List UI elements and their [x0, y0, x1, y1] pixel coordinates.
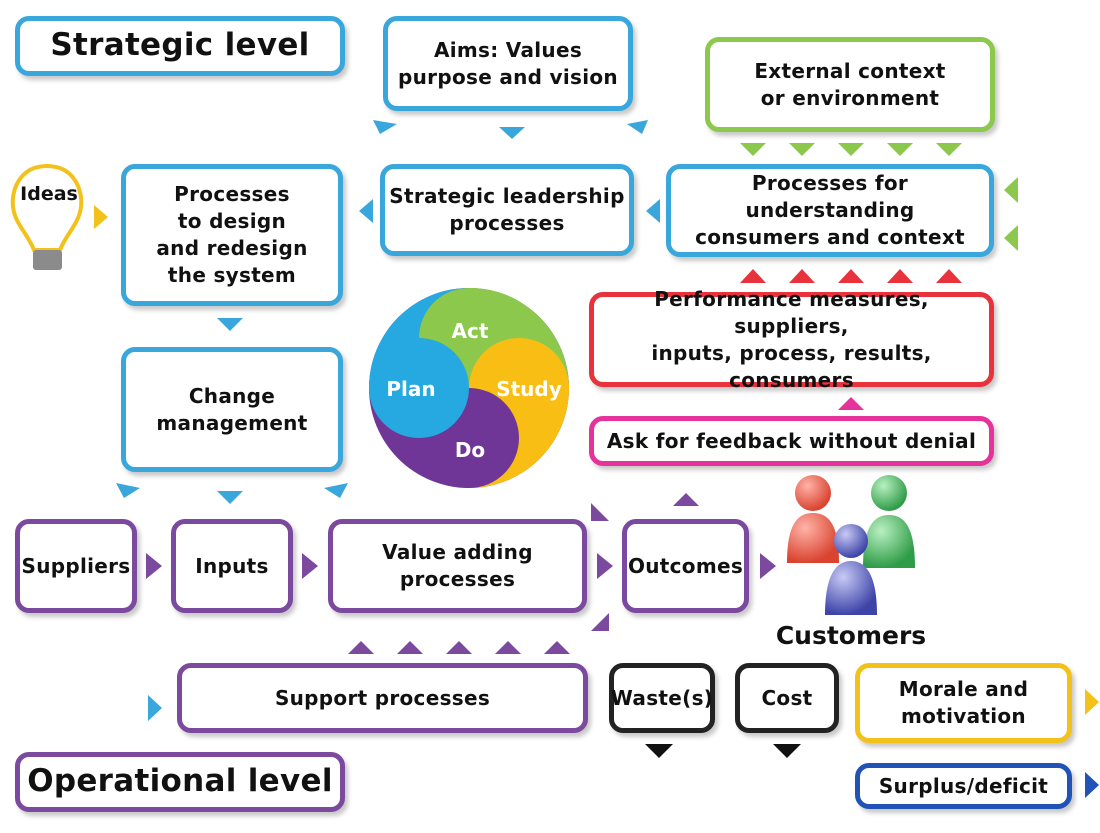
- strategic-leadership-box: Strategic leadership processes: [380, 164, 634, 256]
- arrow-icon: [217, 491, 243, 504]
- arrow-icon: [838, 143, 864, 156]
- arrow-icon: [1004, 225, 1018, 251]
- arrow-icon: [597, 553, 613, 579]
- arrow-icon: [740, 269, 766, 283]
- arrow-icon: [646, 199, 660, 223]
- arrow-icon: [887, 143, 913, 156]
- arrow-icon: [397, 641, 423, 654]
- arrow-icon: [838, 269, 864, 283]
- arrow-icon: [1004, 177, 1018, 203]
- suppliers-box: Suppliers: [15, 519, 137, 613]
- customers-icon: [787, 475, 915, 615]
- cycle-study-label: Study: [496, 377, 562, 401]
- arrow-icon: [348, 641, 374, 654]
- cycle-do-label: Do: [455, 438, 485, 462]
- design-processes-box: Processes to design and redesign the sys…: [121, 164, 343, 306]
- arrow-icon: [116, 483, 140, 498]
- arrow-icon: [838, 397, 864, 410]
- arrow-icon: [146, 553, 162, 579]
- cycle-act-label: Act: [452, 319, 489, 343]
- operational-level-label: Operational level: [15, 752, 345, 812]
- arrow-icon: [94, 205, 108, 229]
- lightbulb-icon: [10, 163, 84, 270]
- arrow-icon: [936, 143, 962, 156]
- customers-label: Customers: [776, 621, 926, 650]
- bulb-base: [33, 250, 62, 270]
- arrow-icon: [789, 269, 815, 283]
- support-processes-box: Support processes: [177, 663, 588, 733]
- arrow-icon: [740, 143, 766, 156]
- arrow-icon: [1085, 689, 1099, 715]
- flow-arrows: [94, 120, 1099, 798]
- feedback-box: Ask for feedback without denial: [589, 416, 994, 466]
- arrow-icon: [148, 695, 162, 721]
- performance-measures-box: Performance measures, suppliers, inputs,…: [589, 287, 994, 392]
- arrow-icon: [217, 318, 243, 331]
- arrow-icon: [302, 553, 318, 579]
- arrow-icon: [760, 553, 776, 579]
- arrow-icon: [936, 269, 962, 283]
- arrow-icon: [789, 143, 815, 156]
- arrow-icon: [591, 613, 609, 631]
- arrow-icon: [591, 503, 609, 521]
- arrow-icon: [1085, 772, 1099, 798]
- arrow-icon: [645, 744, 673, 758]
- pdsa-cycle: [369, 287, 569, 488]
- arrow-icon: [446, 641, 472, 654]
- arrow-icon: [773, 744, 801, 758]
- value-adding-box: Value adding processes: [328, 519, 587, 613]
- ideas-label: Ideas: [20, 183, 78, 205]
- understanding-consumers-box: Processes for understanding consumers an…: [666, 164, 994, 257]
- external-context-box: External context or environment: [705, 37, 995, 132]
- arrow-icon: [673, 493, 699, 506]
- arrow-icon: [544, 641, 570, 654]
- arrow-icon: [495, 641, 521, 654]
- waste-box: Waste(s): [609, 663, 715, 733]
- surplus-deficit-box: Surplus/deficit: [855, 763, 1072, 809]
- inputs-box: Inputs: [171, 519, 293, 613]
- arrow-icon: [499, 127, 525, 139]
- strategic-level-label: Strategic level: [15, 16, 345, 76]
- cost-box: Cost: [735, 663, 839, 733]
- arrow-icon: [627, 120, 648, 134]
- outcomes-box: Outcomes: [622, 519, 749, 613]
- arrow-icon: [359, 199, 373, 223]
- change-management-box: Change management: [121, 347, 343, 472]
- morale-box: Morale and motivation: [855, 663, 1072, 743]
- arrow-icon: [887, 269, 913, 283]
- aims-box: Aims: Values purpose and vision: [383, 16, 633, 111]
- arrow-icon: [324, 483, 348, 498]
- cycle-plan-label: Plan: [386, 377, 435, 401]
- arrow-icon: [373, 120, 397, 134]
